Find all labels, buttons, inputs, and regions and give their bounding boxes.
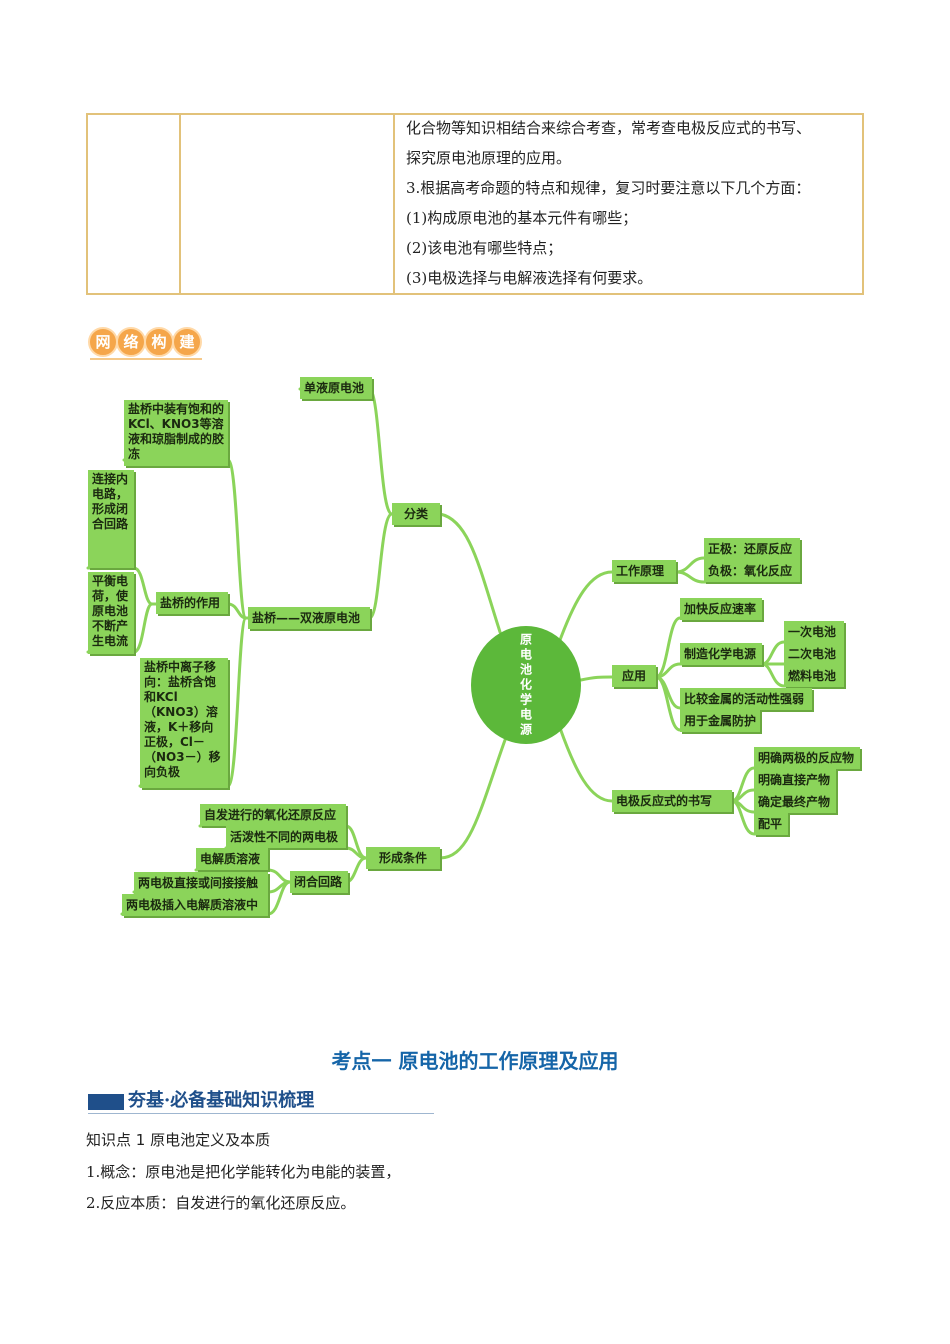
node-liangdianji-charu: 两电极插入电解质溶液中 [122,894,268,916]
node-erci: 二次电池 [784,643,844,665]
table-cell-text: 化合物等知识相结合来综合考查，常考查电极反应式的书写、 探究原电池原理的应用。 … [398,115,862,293]
section-heading: 夯基·必备基础知识梳理 [88,1084,434,1114]
table-cell-empty-2 [179,115,395,293]
node-yanqiao-content: 盐桥中装有饱和的KCl、KNO3等溶液和琼脂制成的胶冻 [124,400,228,466]
badge-char: 建 [179,333,195,351]
node-mingque-fanying: 明确两极的反应物 [754,747,860,769]
node-fuji: 负极：氧化反应 [704,560,800,582]
mindmap-connectors [86,387,862,916]
knowledge-point-title: 知识点 1 原电池定义及本质 [86,1131,271,1149]
node-ranliao: 燃料电池 [784,665,844,687]
node-zhizao: 制造化学电源 [680,643,762,665]
point-line: 2.反应本质：自发进行的氧化还原反应。 [86,1194,356,1212]
section-heading-text: 夯基·必备基础知识梳理 [128,1090,315,1111]
table-line: 3.根据高考命题的特点和规律，复习时要注意以下几个方面： [406,179,811,197]
table-cell-empty-1 [88,115,181,293]
node-xingcheng: 形成条件 [366,847,440,869]
node-liangdianji-jiechu: 两电极直接或间接接触 [134,872,268,894]
point-line: 1.概念：原电池是把化学能转化为电能的装置， [86,1163,401,1181]
node-queding: 确定最终产物 [754,791,836,813]
node-bijiao: 比较金属的活动性强弱 [680,688,812,710]
node-gongzuo: 工作原理 [612,560,676,582]
badge-char: 构 [151,333,166,351]
table-line: 化合物等知识相结合来综合考查，常考查电极反应式的书写、 [406,119,812,137]
node-mingque-zhijie: 明确直接产物 [754,769,836,791]
node-peiping: 配平 [754,813,788,835]
node-shuxie: 电极反应式的书写 [612,790,732,812]
mindmap-center-label: 原电池化学电源 [518,632,533,738]
badge-char: 络 [123,333,138,351]
node-lianjie: 连接内电路，形成闭合回路 [88,470,134,568]
node-huopo: 活泼性不同的两电极 [226,826,346,848]
node-shuangye: 盐桥——双液原电池 [248,607,370,629]
node-yingyong: 应用 [612,665,656,687]
node-yici: 一次电池 [784,621,844,643]
node-zhengji: 正极：还原反应 [704,538,800,560]
table-line: 探究原电池原理的应用。 [406,149,572,167]
node-danye: 单液原电池 [300,377,372,399]
node-fenlei: 分类 [392,503,440,525]
node-jiakuai: 加快反应速率 [680,598,762,620]
node-yanqiao-zuoyong: 盐桥的作用 [156,592,228,614]
node-pingheng: 平衡电荷，使原电池不断产生电流 [88,572,134,654]
table-line: (1)构成原电池的基本元件有哪些； [406,209,638,227]
section-underline [88,1113,434,1114]
kaodian-title: 考点一 原电池的工作原理及应用 [331,1049,619,1073]
node-dianjiezhi: 电解质溶液 [196,848,268,870]
mindmap-center: 原电池化学电源 [471,626,581,744]
badge-char: 网 [95,333,110,351]
node-bihe: 闭合回路 [290,871,348,893]
table-line: (2)该电池有哪些特点； [406,239,563,257]
section-bar [88,1094,124,1110]
network-badge: 网 络 构 建 [88,327,202,360]
node-lizi: 盐桥中离子移向：盐桥含饱和KCl（KNO3）溶液，K＋移向正极，Cl－（NO3－… [140,658,228,788]
node-zifa: 自发进行的氧化还原反应 [200,804,346,826]
table-line: (3)电极选择与电解液选择有何要求。 [406,269,653,287]
node-fanghu: 用于金属防护 [680,710,760,732]
info-table: 化合物等知识相结合来综合考查，常考查电极反应式的书写、 探究原电池原理的应用。 … [86,113,864,295]
